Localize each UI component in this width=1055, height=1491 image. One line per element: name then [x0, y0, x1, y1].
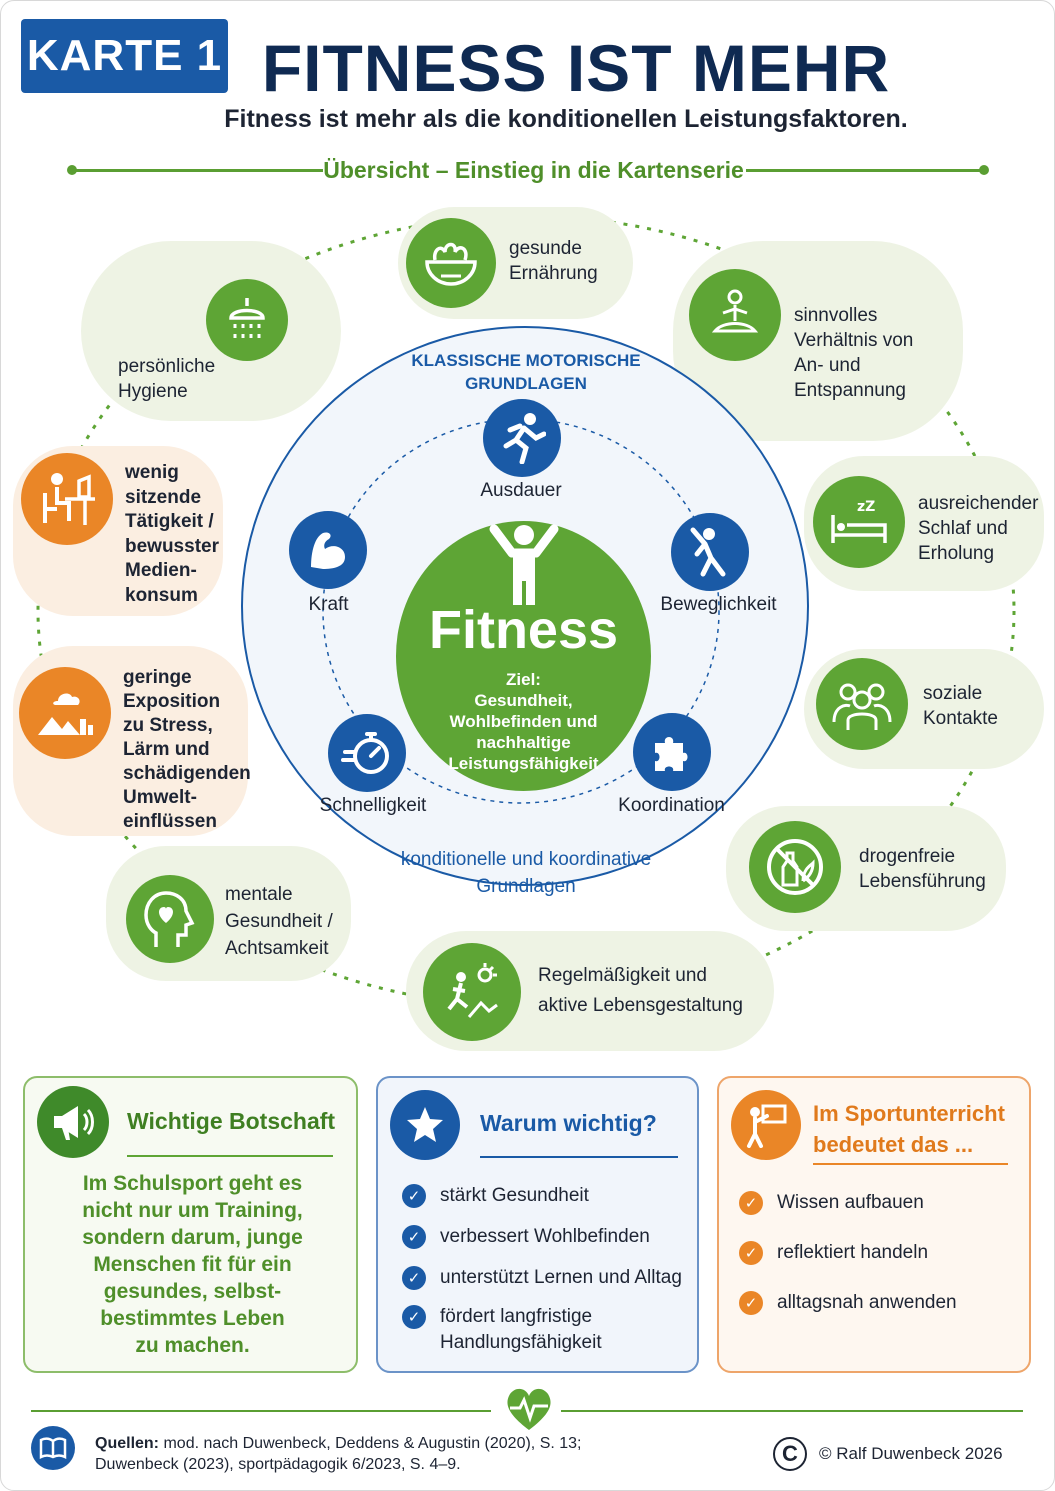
- factor-label-hygiene: persönliche Hygiene: [118, 356, 216, 402]
- people-group-icon: [816, 658, 908, 750]
- factor-label-sleep: ausreichender Schlaf und Erholung: [918, 493, 1039, 564]
- svg-text:zZ: zZ: [857, 499, 875, 515]
- why-item: ✓verbessert Wohlbefinden: [402, 1224, 650, 1250]
- why-item: ✓unterstützt Lernen und Alltag: [402, 1265, 682, 1291]
- factor-label-regularity: Regelmäßigkeit und aktive Lebensgestaltu…: [538, 965, 743, 1016]
- factor-label-nutrition: gesunde Ernährung: [509, 238, 598, 284]
- factor-label-mental: mentale Gesundheit / Achtsamkeit: [225, 884, 333, 959]
- motor-heading: KLASSISCHE MOTORISCHE GRUNDLAGEN: [411, 351, 641, 393]
- check-icon: ✓: [402, 1184, 426, 1208]
- puzzle-icon: [633, 713, 711, 791]
- head-heart-icon: [126, 875, 214, 963]
- motor-label-endurance: Ausdauer: [480, 480, 562, 501]
- footer-line-left: [31, 1410, 491, 1412]
- box-title-why: Warum wichtig?: [480, 1110, 657, 1136]
- salad-bowl-icon: [406, 218, 496, 308]
- motor-label-strength: Kraft: [308, 594, 349, 615]
- person-cheering-icon: [489, 524, 559, 605]
- box-rule-why: [480, 1156, 678, 1158]
- divider-dot-right: [979, 165, 989, 175]
- check-icon: ✓: [739, 1241, 763, 1265]
- fitness-diagram: gesunde Ernährung sinnvolles Verhältnis …: [1, 191, 1054, 1061]
- star-icon: [390, 1090, 460, 1160]
- divider-line-right: [746, 169, 984, 172]
- desk-computer-icon: [21, 453, 113, 545]
- meditation-icon: [689, 269, 781, 361]
- class-item: ✓alltagsnah anwenden: [739, 1290, 957, 1316]
- hiking-sun-icon: [423, 943, 521, 1041]
- class-item: ✓Wissen aufbauen: [739, 1190, 924, 1216]
- factor-label-stress: geringe Exposition zu Stress, Lärm und s…: [123, 667, 251, 832]
- check-icon: ✓: [402, 1266, 426, 1290]
- motor-bottom-caption: konditionelle und koordinative Grundlage…: [400, 849, 652, 897]
- no-drugs-icon: [749, 821, 841, 913]
- motor-label-speed: Schnelligkeit: [319, 795, 427, 816]
- sources: Quellen: mod. nach Duwenbeck, Deddens & …: [95, 1435, 582, 1473]
- copyright: C © Ralf Duwenbeck 2026: [773, 1437, 1003, 1471]
- fitness-center: Fitness Ziel: Gesundheit, Wohlbefinden u…: [396, 521, 651, 791]
- why-item: ✓fördert langfristige Handlungsfähigkeit: [402, 1304, 602, 1356]
- overview-caption: Übersicht – Einstieg in die Kartenserie: [323, 157, 744, 183]
- key-message-text: Im Schulsport geht es nicht nur um Train…: [82, 1172, 303, 1357]
- outer-dashed-ring: [36, 214, 1016, 1008]
- check-icon: ✓: [402, 1305, 426, 1329]
- runner-icon: [483, 399, 561, 477]
- page-subtitle: Fitness ist mehr als die konditionellen …: [224, 105, 908, 133]
- box-rule-class: [813, 1163, 1008, 1165]
- factor-label-drugfree: drogenfreie Lebensführung: [859, 846, 986, 892]
- page-title: FITNESS IST MEHR: [261, 31, 891, 105]
- factor-label-social: soziale Kontakte: [923, 683, 998, 729]
- factor-label-sitting: wenig sitzende Tätigkeit / bewusster Med…: [125, 462, 219, 606]
- environment-icon: [19, 667, 111, 759]
- why-item: ✓stärkt Gesundheit: [402, 1183, 589, 1209]
- stretch-icon: [671, 513, 749, 591]
- megaphone-icon: [37, 1086, 109, 1158]
- box-title-class: Im Sportunterricht bedeutet das ...: [813, 1101, 1005, 1157]
- teacher-board-icon: [731, 1090, 801, 1160]
- check-icon: ✓: [739, 1191, 763, 1215]
- check-icon: ✓: [739, 1291, 763, 1315]
- stopwatch-icon: [328, 714, 406, 792]
- motor-label-flexibility: Beweglichkeit: [660, 594, 777, 615]
- divider-line-left: [73, 169, 323, 172]
- fitness-goal: Ziel: Gesundheit, Wohlbefinden und nachh…: [448, 670, 599, 773]
- heartbeat-icon: [507, 1388, 551, 1430]
- motor-label-coordination: Koordination: [618, 795, 725, 816]
- card-label: KARTE 1: [21, 19, 228, 93]
- class-item: ✓reflektiert handeln: [739, 1240, 928, 1266]
- factor-label-relaxation: sinnvolles Verhältnis von An- und Entspa…: [794, 305, 914, 401]
- check-icon: ✓: [402, 1225, 426, 1249]
- box-in-class: Im Sportunterricht bedeutet das ... ✓Wis…: [717, 1076, 1031, 1373]
- biceps-icon: [289, 511, 367, 589]
- divider-dot-left: [67, 165, 77, 175]
- box-why-important: Warum wichtig? ✓stärkt Gesundheit ✓verbe…: [376, 1076, 699, 1373]
- footer-line-right: [561, 1410, 1023, 1412]
- box-key-message: Wichtige Botschaft Im Schulsport geht es…: [23, 1076, 358, 1373]
- book-icon: [31, 1426, 75, 1470]
- fitness-word: Fitness: [428, 600, 619, 660]
- box-title-message: Wichtige Botschaft: [127, 1108, 336, 1134]
- shower-icon: [206, 279, 288, 361]
- box-rule-message: [127, 1155, 333, 1157]
- copyright-icon: C: [773, 1437, 807, 1471]
- bed-sleep-icon: zZ: [813, 476, 905, 568]
